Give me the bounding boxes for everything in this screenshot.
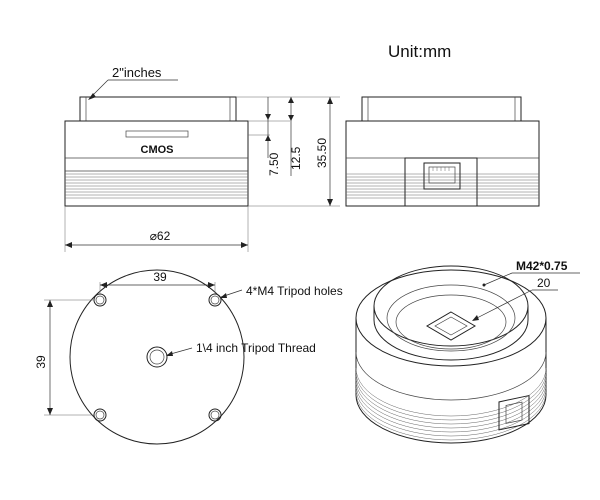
bottom-view: 39 39 4*M4 Tripod holes 1\4 inch Tripod …	[34, 269, 343, 445]
iso-sensor-window	[426, 311, 476, 341]
side-nosepiece	[361, 96, 522, 122]
iso-top-rim	[355, 269, 547, 367]
nose-leader-arrow	[88, 93, 96, 100]
diameter-label: ⌀62	[150, 229, 171, 243]
iso-port	[498, 394, 530, 431]
tripod-holes-label: 4*M4 Tripod holes	[246, 284, 343, 298]
bottom-outline	[69, 269, 245, 445]
tripod-thread-icon	[146, 346, 168, 368]
thread-spec-leader	[483, 272, 513, 286]
dim-7-50: 7.50	[267, 152, 281, 176]
front-fins	[65, 173, 248, 199]
cmos-label: CMOS	[141, 144, 174, 156]
hole-spacing-v: 39	[34, 355, 48, 369]
side-fins	[346, 173, 539, 199]
iso-fins	[355, 367, 547, 441]
front-nosepiece	[79, 96, 237, 122]
side-view	[345, 96, 540, 207]
front-view: CMOS 2"inches ⌀62 7.50 12.5 35.50	[64, 65, 340, 252]
dim-12-5: 12.5	[289, 146, 303, 170]
tripod-thread-label: 1\4 inch Tripod Thread	[196, 341, 316, 355]
iso-view: M42*0.75 20	[355, 259, 580, 444]
iso-body	[355, 318, 547, 444]
nose-label: 2"inches	[112, 65, 162, 80]
unit-label: Unit:mm	[388, 42, 451, 61]
tripod-hole-icon	[208, 408, 222, 422]
port-housing	[404, 157, 478, 207]
dim-35-50: 35.50	[315, 138, 329, 168]
hole-spacing-h: 39	[153, 270, 167, 284]
thread-spec-label: M42*0.75	[516, 259, 568, 273]
sensor-slot	[125, 130, 189, 138]
sensor-size-label: 20	[537, 276, 551, 290]
front-body	[64, 120, 249, 207]
sensor-size-leader	[472, 289, 533, 321]
rj-port-icon	[423, 162, 461, 190]
